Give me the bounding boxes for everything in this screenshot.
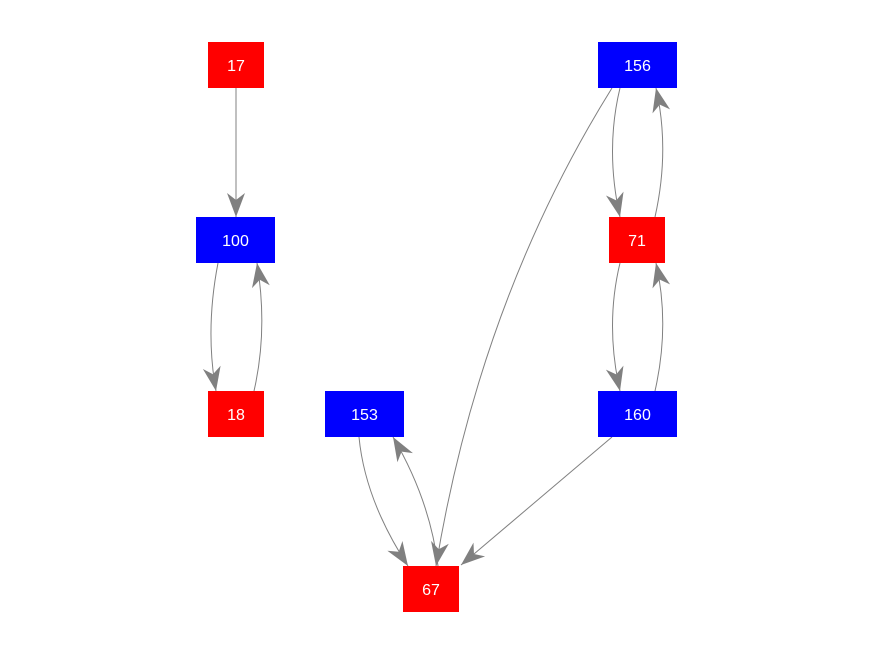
node-box[interactable] xyxy=(208,42,264,88)
node-label: 71 xyxy=(628,233,646,250)
node-box[interactable] xyxy=(403,566,459,612)
arrowhead-icon xyxy=(605,191,624,217)
edge-160-to-71 xyxy=(652,262,671,392)
edges-layer xyxy=(202,87,671,567)
edge-153-to-67 xyxy=(358,436,409,567)
arrowhead-icon xyxy=(227,193,245,217)
node-label: 153 xyxy=(351,407,378,424)
edge-line xyxy=(460,436,613,566)
node-label: 18 xyxy=(227,407,245,424)
edge-160-to-67 xyxy=(460,436,613,566)
node-100[interactable]: 100 xyxy=(196,217,275,263)
node-17[interactable]: 17 xyxy=(208,42,264,88)
node-box[interactable] xyxy=(325,391,404,437)
edge-line xyxy=(392,436,439,567)
arrowhead-icon xyxy=(387,540,408,566)
arrowhead-icon xyxy=(393,437,413,463)
node-label: 160 xyxy=(624,407,651,424)
node-label: 100 xyxy=(222,233,249,250)
edge-67-to-153 xyxy=(392,436,439,567)
edge-100-to-18 xyxy=(202,262,221,392)
edge-18-to-100 xyxy=(252,262,270,392)
arrowhead-icon xyxy=(652,263,671,289)
arrowhead-icon xyxy=(202,365,221,391)
edge-71-to-156 xyxy=(652,87,671,218)
nodes-layer: 17 100 18 153 156 71 160 67 xyxy=(196,42,677,612)
arrowhead-icon xyxy=(461,542,486,565)
node-box[interactable] xyxy=(598,42,677,88)
node-label: 67 xyxy=(422,582,440,599)
node-71[interactable]: 71 xyxy=(609,217,665,263)
node-153[interactable]: 153 xyxy=(325,391,404,437)
node-156[interactable]: 156 xyxy=(598,42,677,88)
edge-line xyxy=(435,87,613,567)
node-box[interactable] xyxy=(208,391,264,437)
node-160[interactable]: 160 xyxy=(598,391,677,437)
arrowhead-icon xyxy=(605,365,624,391)
node-label: 17 xyxy=(227,58,245,75)
node-18[interactable]: 18 xyxy=(208,391,264,437)
node-box[interactable] xyxy=(609,217,665,263)
node-box[interactable] xyxy=(598,391,677,437)
arrowhead-icon xyxy=(652,88,671,114)
node-label: 156 xyxy=(624,58,651,75)
edge-17-to-100 xyxy=(227,88,245,217)
node-67[interactable]: 67 xyxy=(403,566,459,612)
edge-156-to-71 xyxy=(605,87,624,218)
edge-71-to-160 xyxy=(605,262,624,392)
node-box[interactable] xyxy=(196,217,275,263)
edge-156-to-67 xyxy=(431,87,613,567)
arrowhead-icon xyxy=(252,263,270,289)
